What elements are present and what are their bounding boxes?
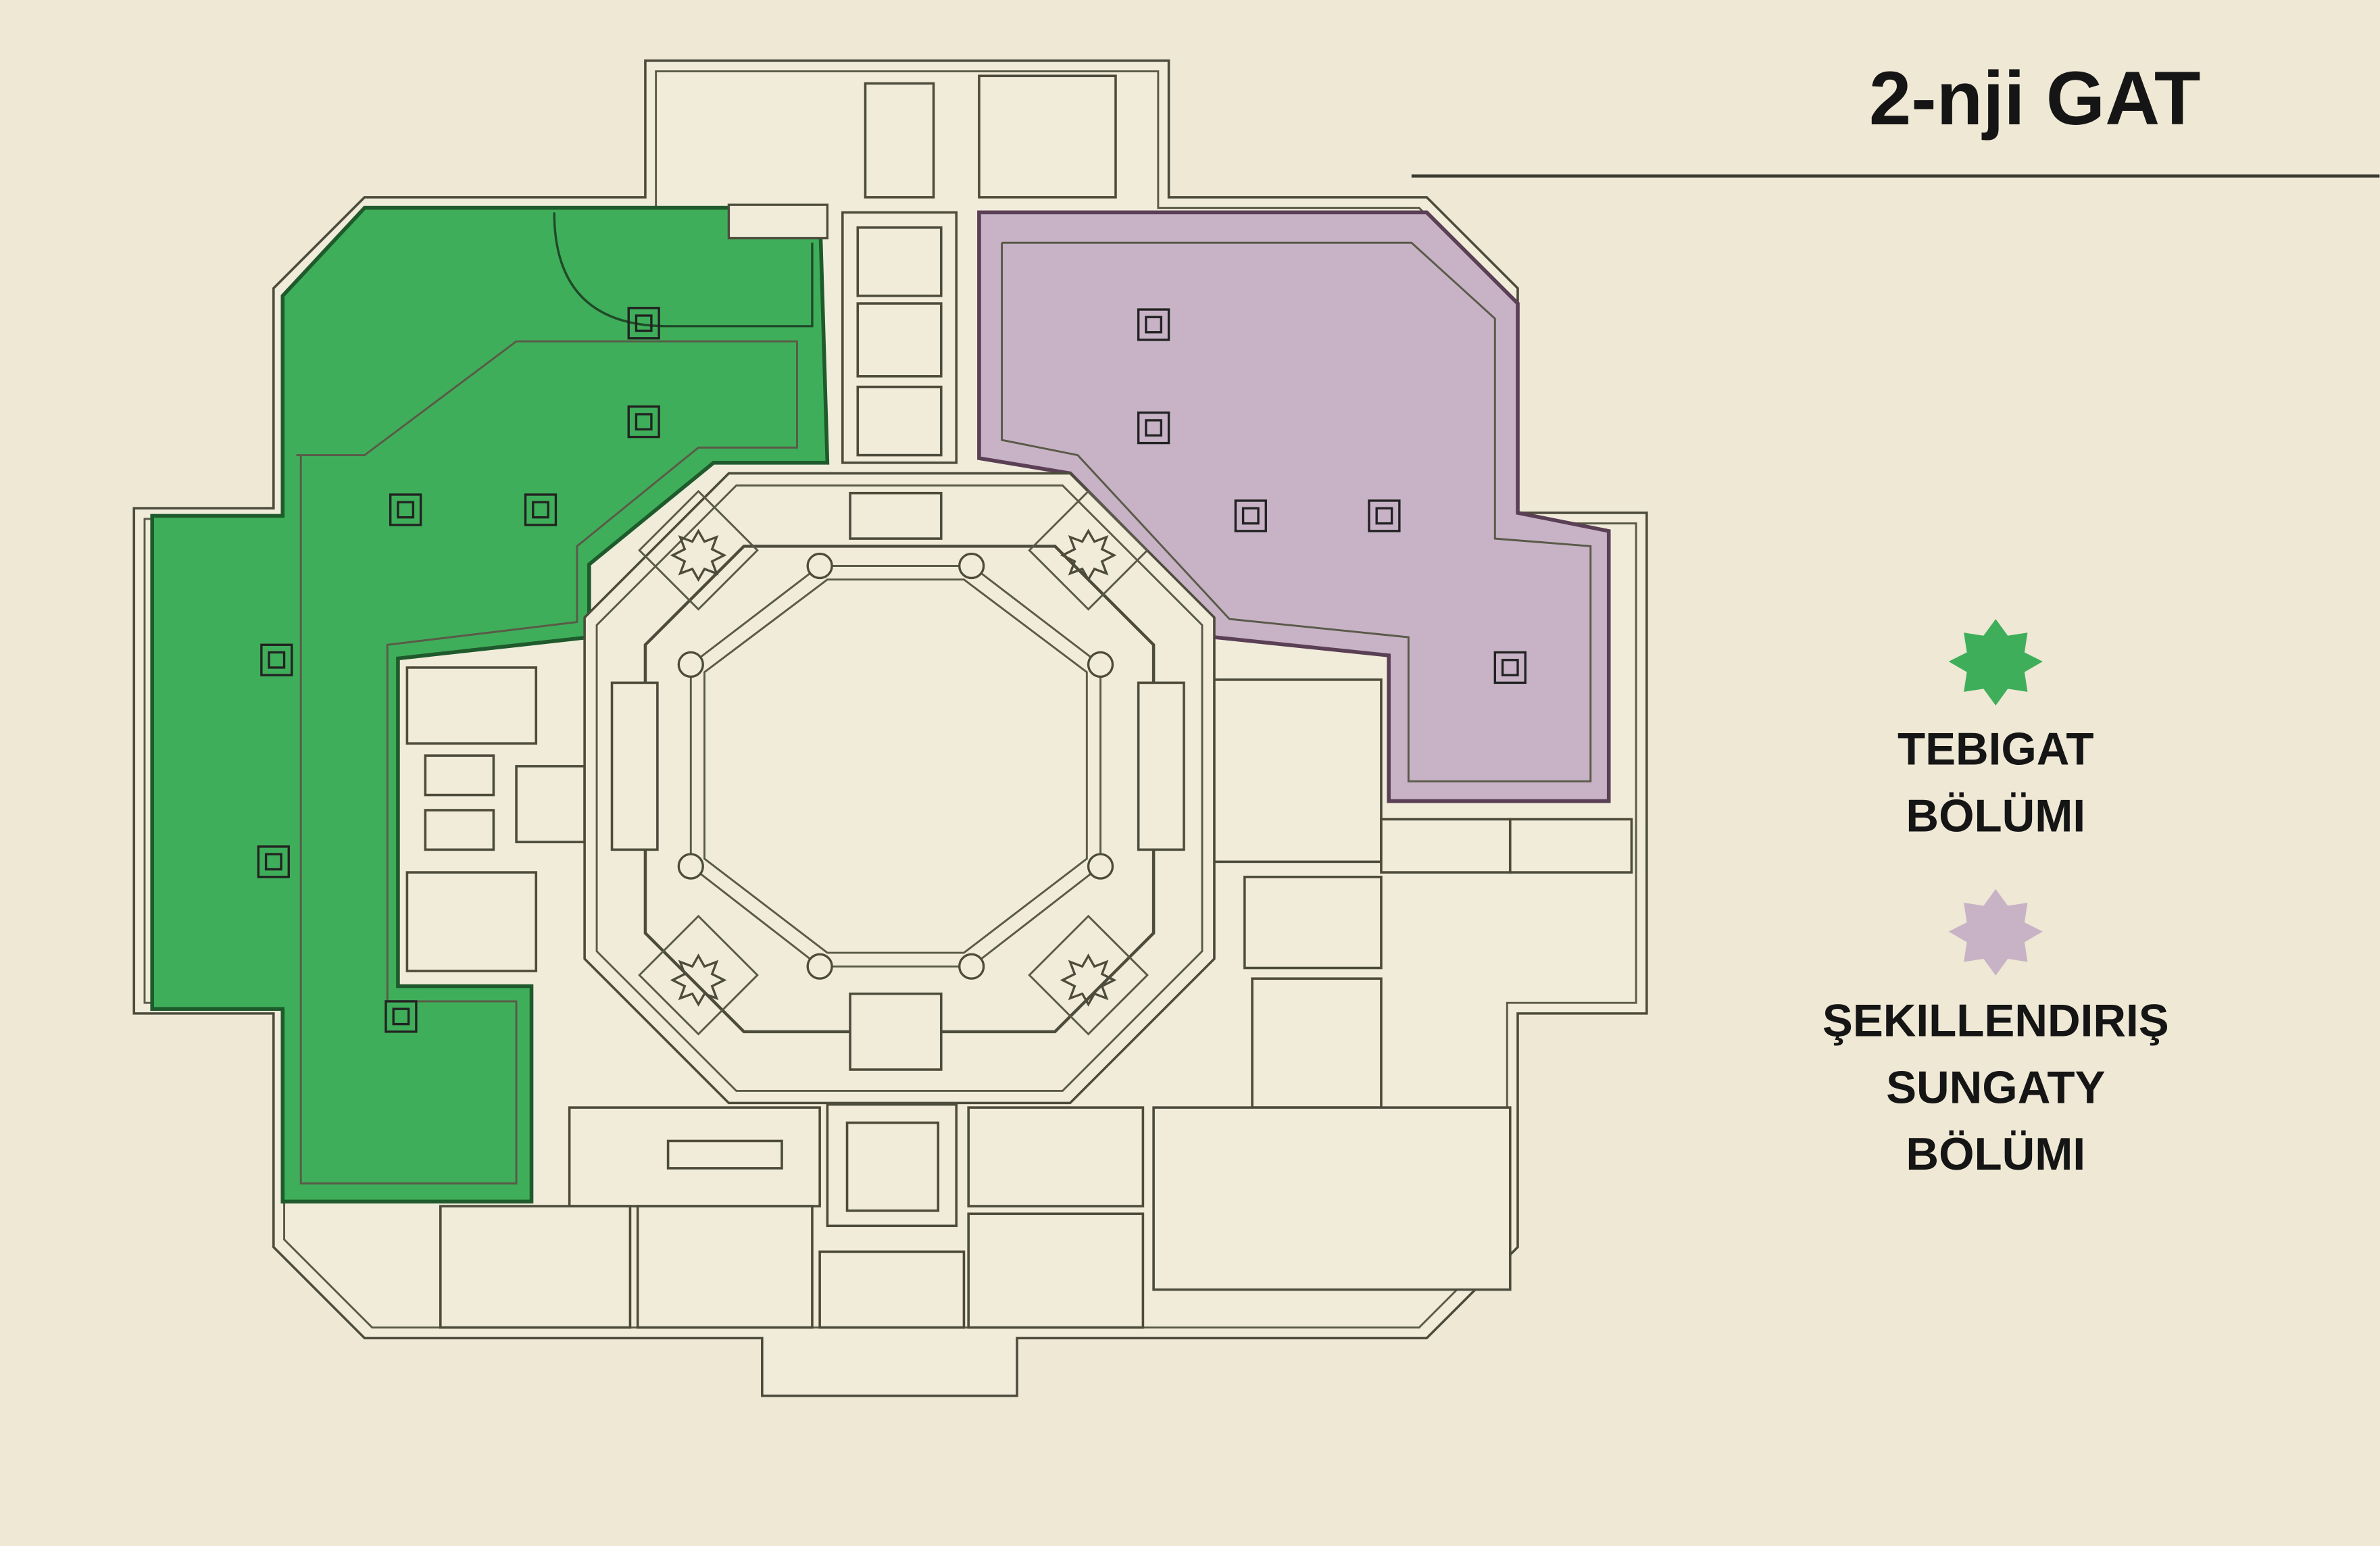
legend-item-sekillendiris-sungaty: ŞEKILLENDIRIŞ SUNGATY BÖLÜMI bbox=[1823, 889, 2169, 1180]
legend-label-line: BÖLÜMI bbox=[1906, 1129, 2085, 1180]
legend-label-line: SUNGATY bbox=[1886, 1062, 2105, 1113]
columns bbox=[257, 307, 1527, 1033]
legend-label-line: TEBIGAT bbox=[1898, 724, 2094, 775]
rooms bbox=[405, 74, 1633, 1329]
legend-label-line: ŞEKILLENDIRIŞ bbox=[1823, 996, 2169, 1047]
green-star-icon bbox=[1948, 619, 2043, 706]
zone-tebigat bbox=[150, 203, 830, 1204]
legend-item-tebigat: TEBIGAT BÖLÜMI bbox=[1898, 619, 2094, 841]
central-hall bbox=[583, 472, 1216, 1105]
legend-label-line: BÖLÜMI bbox=[1906, 791, 2085, 841]
floor-title: 2-nji GAT bbox=[1869, 55, 2201, 141]
purple-star-icon bbox=[1948, 889, 2043, 976]
